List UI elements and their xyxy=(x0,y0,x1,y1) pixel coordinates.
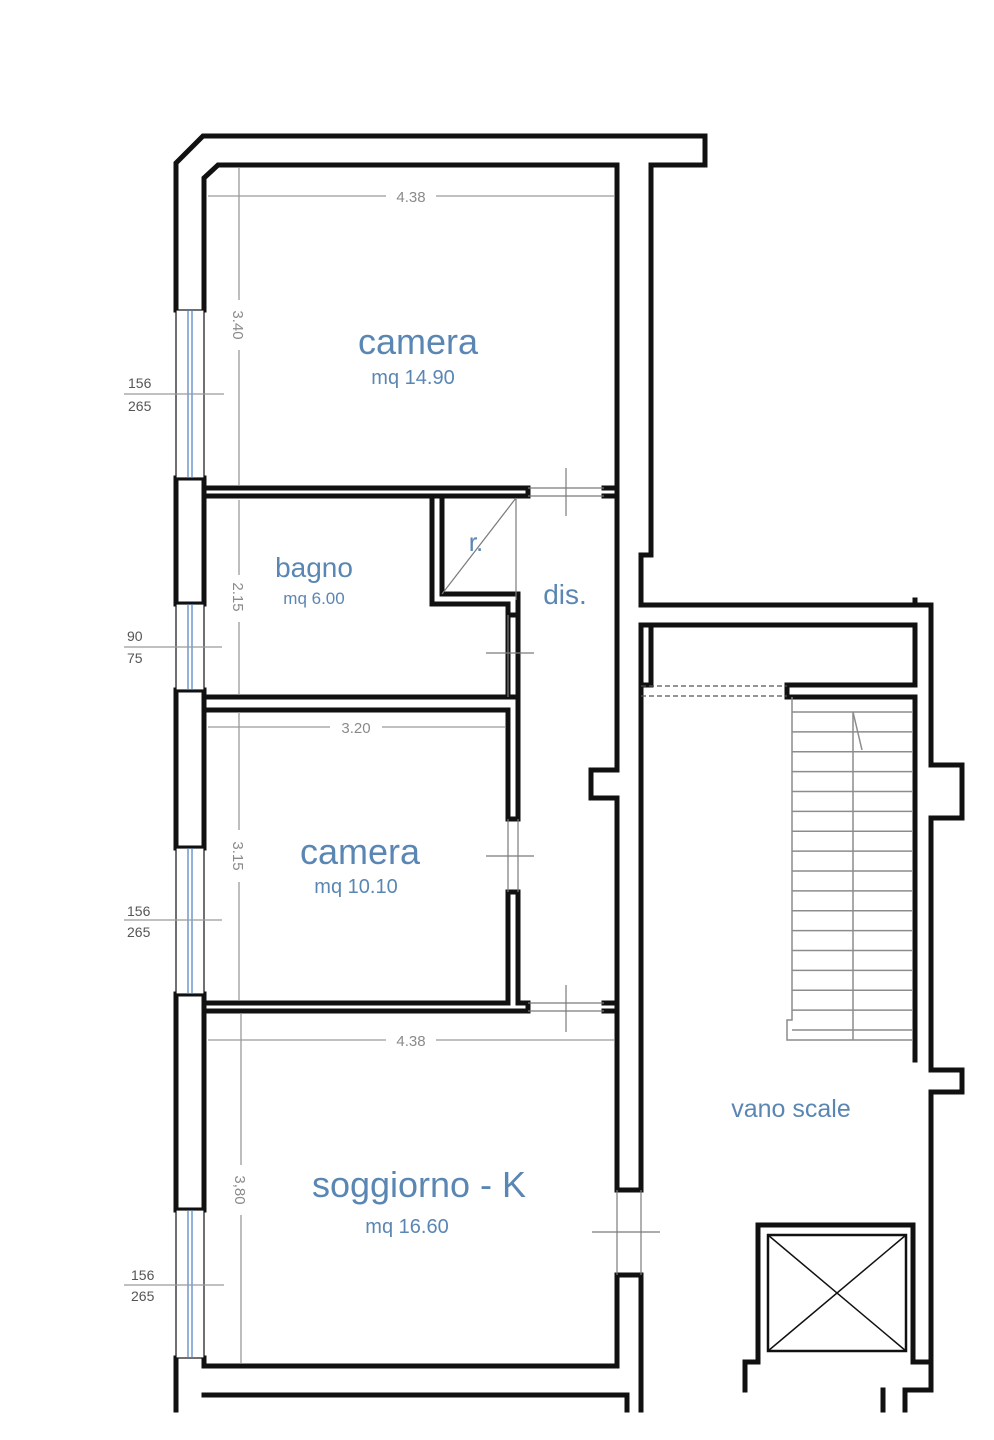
window-3-width: 156 xyxy=(127,903,151,919)
wall-camera-bagno-right xyxy=(601,485,620,499)
room-soggiorno-name: soggiorno - K xyxy=(312,1164,526,1205)
door-soggiorno xyxy=(528,985,604,1032)
wall-camera2-east xyxy=(201,889,531,1014)
doors xyxy=(441,468,660,1275)
room-disimpegno-name: dis. xyxy=(543,579,587,610)
room-labels: camera mq 14.90 bagno mq 6.00 r. dis. ca… xyxy=(275,321,851,1238)
walls xyxy=(173,133,965,1413)
west-pier-3 xyxy=(173,991,207,1213)
room-camera-1-area: mq 14.90 xyxy=(371,367,454,389)
window-2-height: 75 xyxy=(127,650,143,666)
room-camera-1-name: camera xyxy=(358,321,479,362)
wall-camera2-soggiorno-right xyxy=(601,1000,620,1014)
window-1-width: 156 xyxy=(128,375,152,391)
door-bagno xyxy=(486,615,534,697)
west-pier-1 xyxy=(173,475,207,607)
wall-dis-east xyxy=(588,493,620,1006)
wall-kitchen-east xyxy=(614,1272,644,1413)
wall-corridor-outer xyxy=(614,622,644,1193)
room-bagno-name: bagno xyxy=(275,552,353,583)
west-pier-2 xyxy=(173,687,207,851)
room-camera-2-area: mq 10.10 xyxy=(314,876,397,898)
windows: 156 265 90 75 156 265 156 265 xyxy=(124,309,224,1359)
stair-wall-west-top xyxy=(638,637,654,688)
room-vano-scale-name: vano scale xyxy=(731,1095,851,1123)
staircase xyxy=(641,685,913,1041)
stair-wall-top xyxy=(638,622,918,1063)
room-ripostiglio-name: r. xyxy=(469,527,483,557)
door-entrance xyxy=(592,1190,660,1275)
outer-wall-bottom xyxy=(201,1363,630,1413)
stair-wall-east xyxy=(902,602,965,1413)
dim-camera-2-depth: 3.15 xyxy=(229,841,246,870)
window-1-height: 265 xyxy=(128,398,152,414)
stair-wall-bottom xyxy=(742,1222,934,1413)
window-4-height: 265 xyxy=(131,1288,155,1304)
window-3-height: 265 xyxy=(127,924,151,940)
door-camera-1 xyxy=(528,468,604,516)
window-4 xyxy=(175,1209,205,1359)
dim-camera-2-width: 3.20 xyxy=(341,720,370,737)
wall-bagno-camera2 xyxy=(201,694,521,822)
elevator-shaft xyxy=(766,1233,908,1353)
window-3 xyxy=(175,847,205,995)
window-4-width: 156 xyxy=(131,1267,155,1283)
room-camera-2-name: camera xyxy=(300,831,421,872)
wall-ripostiglio xyxy=(429,493,521,618)
room-soggiorno-area: mq 16.60 xyxy=(365,1216,448,1238)
door-camera-2 xyxy=(486,819,534,892)
wall-camera-bagno xyxy=(201,485,531,499)
dim-soggiorno-depth: 3,80 xyxy=(231,1175,248,1204)
stair-treads xyxy=(792,711,913,1031)
inner-wall-top xyxy=(201,162,620,491)
dimension-lines: 4.38 3.40 2.15 3.20 3.15 4.38 3,80 xyxy=(208,168,614,1363)
dim-camera-1-depth: 3.40 xyxy=(229,310,246,339)
window-2-width: 90 xyxy=(127,628,143,644)
outer-wall-top xyxy=(173,133,918,608)
room-bagno-area: mq 6.00 xyxy=(283,589,344,608)
dim-bagno-depth: 2.15 xyxy=(229,582,246,611)
dim-soggiorno-width: 4.38 xyxy=(396,1033,425,1050)
dim-camera-1-width: 4.38 xyxy=(396,189,425,206)
ripostiglio-door-swing xyxy=(441,497,517,595)
